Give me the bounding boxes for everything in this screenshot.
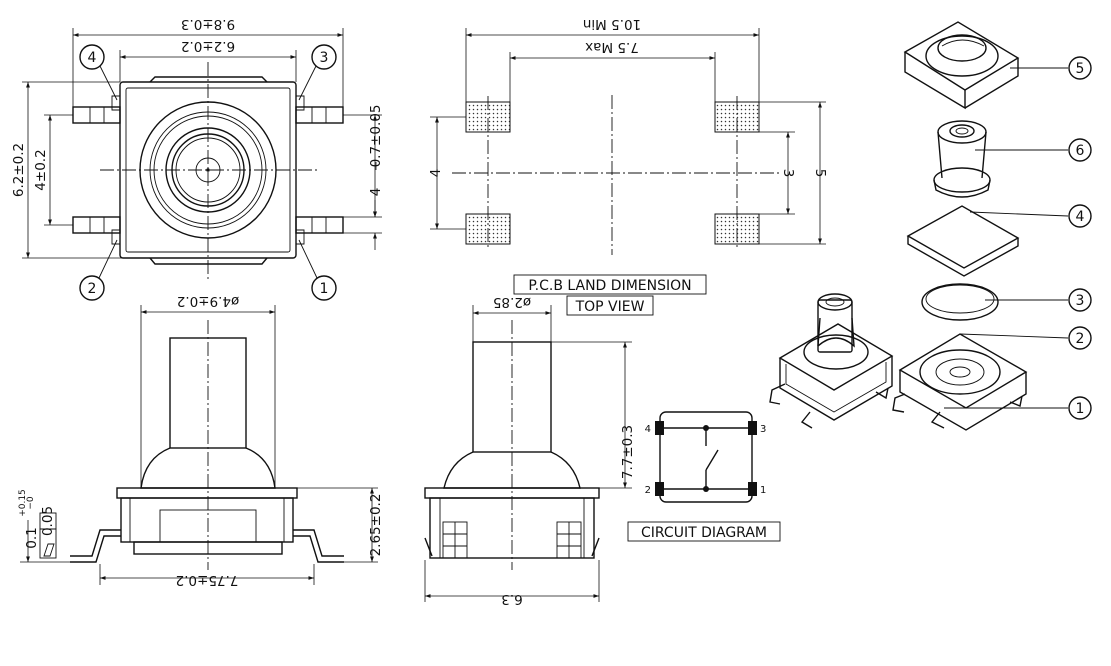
front-view-dimensions	[424, 305, 632, 602]
top-view-drawing	[72, 62, 344, 282]
top-view-dimensions	[22, 28, 382, 259]
callout-part-6: 6	[1076, 143, 1085, 159]
circuit-pin-4: 4	[645, 424, 651, 435]
dim-terminal-pitch: 4	[368, 188, 384, 197]
callout-2-top: 2	[88, 281, 97, 297]
side-view-dimensions	[20, 305, 378, 585]
front-view-drawing	[424, 320, 600, 570]
dim-front-width: 6.3	[501, 591, 522, 607]
dim-side-base-height: 2.65±0.2	[368, 494, 384, 557]
top-view-callouts	[79, 44, 337, 301]
dim-pcb-pad-pitch: 3	[780, 169, 796, 178]
callout-part-1: 1	[1076, 401, 1085, 417]
pcb-land-dimensions	[430, 28, 826, 245]
circuit-diagram	[655, 411, 757, 503]
pcb-title-label: P.C.B LAND DIMENSION	[528, 278, 691, 294]
dim-top-width-outer: 9.8±0.3	[181, 16, 235, 32]
dim-top-width-inner: 6.2±0.2	[181, 38, 235, 54]
exploded-parts	[769, 21, 1092, 431]
top-view-label: TOP VIEW	[575, 299, 645, 315]
circuit-pin-1: 1	[760, 485, 766, 496]
dim-top-height-outer: 6.2±0.2	[11, 143, 27, 197]
callout-part-4: 4	[1076, 209, 1085, 225]
dim-terminal-width: 0.7±0.05	[368, 105, 384, 168]
callout-3-top: 3	[320, 50, 329, 66]
circuit-label: CIRCUIT DIAGRAM	[641, 525, 767, 541]
callout-1-top: 1	[320, 281, 329, 297]
dim-pcb-total: 10.5 Min	[583, 16, 641, 32]
callout-part-5: 5	[1076, 61, 1085, 77]
dim-pcb-inner: 7.5 Max	[585, 39, 639, 55]
pcb-land-drawing	[452, 95, 780, 255]
callout-part-2: 2	[1076, 331, 1085, 347]
dim-side-stem-dia: ø4.9±0.2	[177, 293, 240, 309]
dim-flatness-sub: −0	[26, 496, 36, 510]
callout-4-top: 4	[88, 50, 97, 66]
dim-front-height: 7.7±0.3	[620, 425, 636, 479]
dim-pcb-pad-gap: 4	[428, 169, 444, 178]
dim-top-height-inner: 4±0.2	[33, 149, 49, 190]
dim-flatness-box: 0.05	[40, 506, 56, 536]
circuit-pin-3: 3	[760, 424, 766, 435]
dim-front-stem-dia: ø2.85	[493, 294, 531, 310]
dim-side-base-width: 7.75±0.2	[176, 572, 239, 588]
dim-flatness-tol: 0.1	[24, 527, 40, 548]
circuit-pin-2: 2	[645, 485, 651, 496]
callout-part-3: 3	[1076, 293, 1085, 309]
dim-flatness-sup: +0.15	[18, 489, 28, 517]
dim-pcb-height: 5	[812, 169, 828, 178]
side-view-drawing	[70, 320, 344, 570]
